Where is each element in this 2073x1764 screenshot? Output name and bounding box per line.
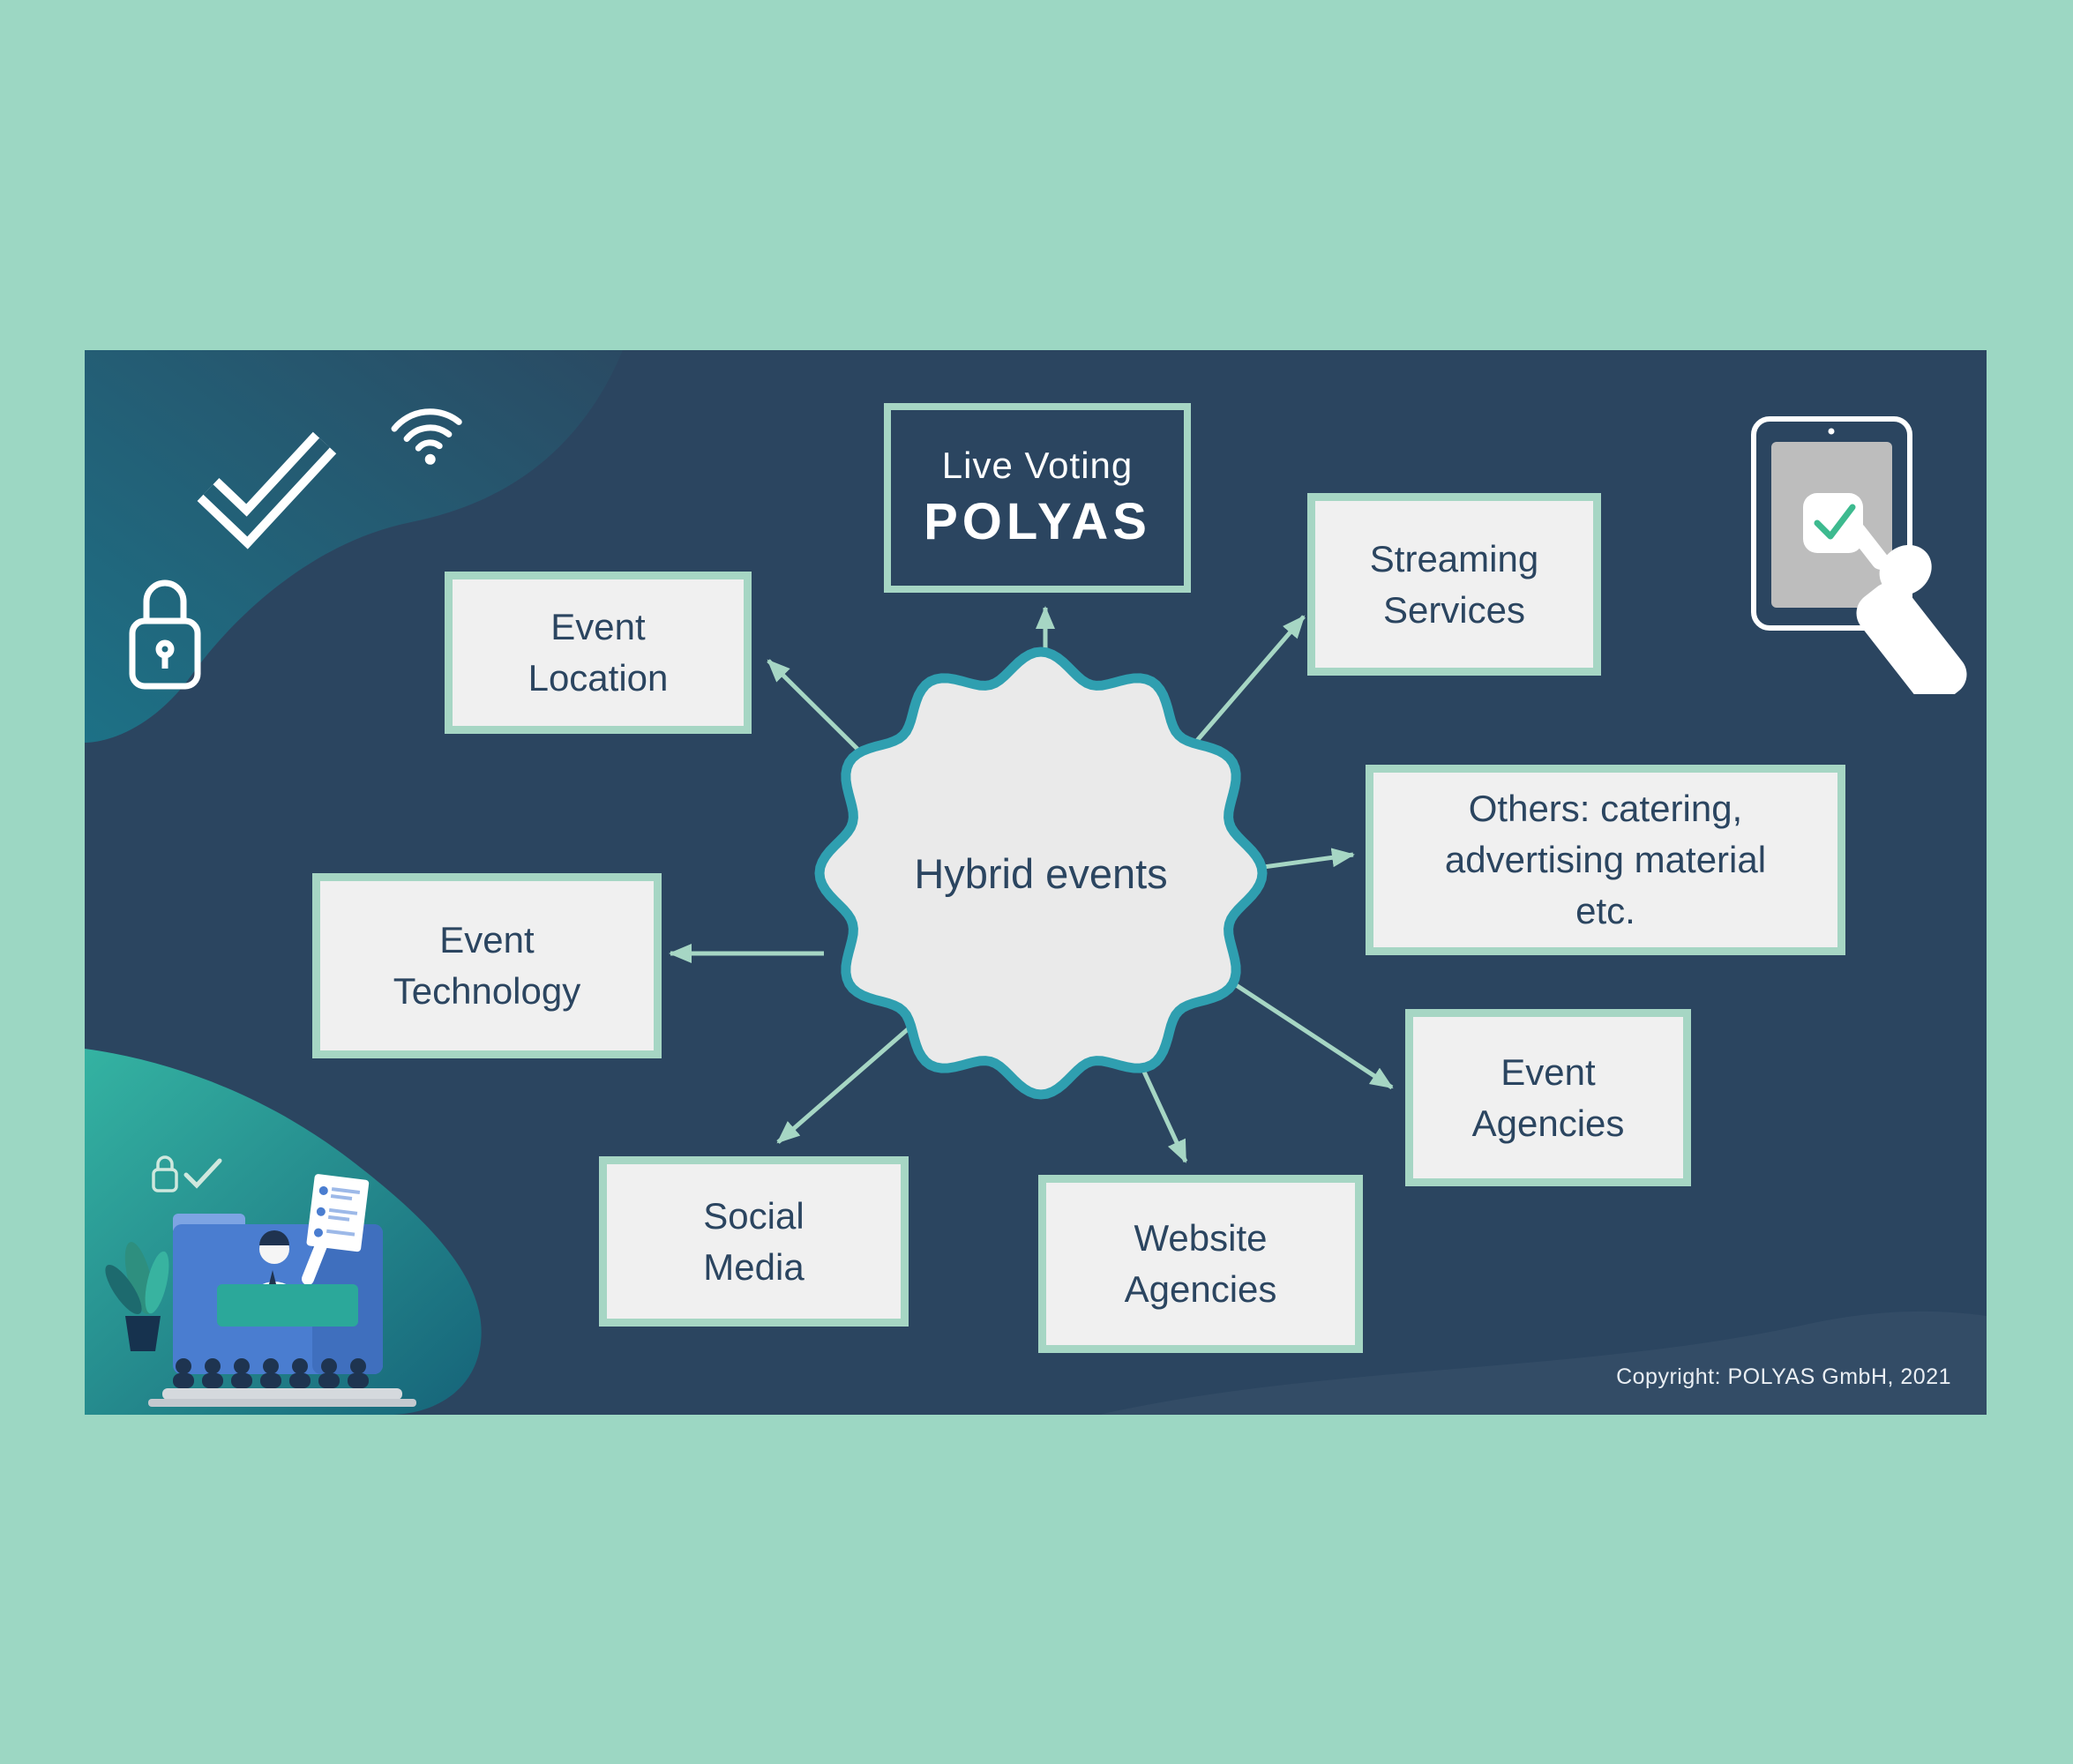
document [306, 1174, 370, 1252]
wifi-icon [391, 408, 462, 465]
node-label: Event Agencies [1471, 1050, 1625, 1144]
copyright-text: Copyright: POLYAS GmbH, 2021 [1616, 1364, 1951, 1389]
lock-icon [129, 579, 201, 690]
node-label: Website Agencies [1124, 1217, 1277, 1310]
center-node: Hybrid events [812, 644, 1270, 1102]
node-label: Event Technology [393, 919, 581, 1012]
tablet-vote-icon [1751, 416, 1967, 694]
center-node-label: Hybrid events [914, 849, 1168, 897]
slide: Hybrid events Live Voting POLYAS Event L… [85, 350, 1987, 1415]
polyas-wordmark: POLYAS [924, 493, 1151, 550]
check-icon [192, 421, 342, 553]
node-event-agencies: Event Agencies [1405, 1009, 1691, 1186]
node-label: Social Media [703, 1194, 805, 1288]
node-label: Streaming Services [1369, 537, 1539, 631]
pointing-hand [1848, 522, 1967, 694]
node-streaming-services: Streaming Services [1307, 493, 1601, 676]
node-label: Others: catering, advertising material e… [1444, 788, 1767, 931]
audience [173, 1358, 369, 1388]
hybrid-events-shape [814, 647, 1268, 1100]
live-voting-polyas-box: Live Voting POLYAS [884, 403, 1191, 593]
node-event-location: Event Location [445, 572, 752, 734]
desk [217, 1284, 358, 1327]
plant [105, 1242, 169, 1351]
presenter-illustration [105, 1155, 416, 1407]
node-others: Others: catering, advertising material e… [1366, 765, 1845, 955]
node-label: Event Location [528, 606, 669, 699]
live-voting-label: Live Voting [941, 445, 1134, 486]
node-website-agencies: Website Agencies [1038, 1175, 1363, 1353]
node-social-media: Social Media [599, 1156, 909, 1327]
node-event-technology: Event Technology [312, 873, 662, 1058]
